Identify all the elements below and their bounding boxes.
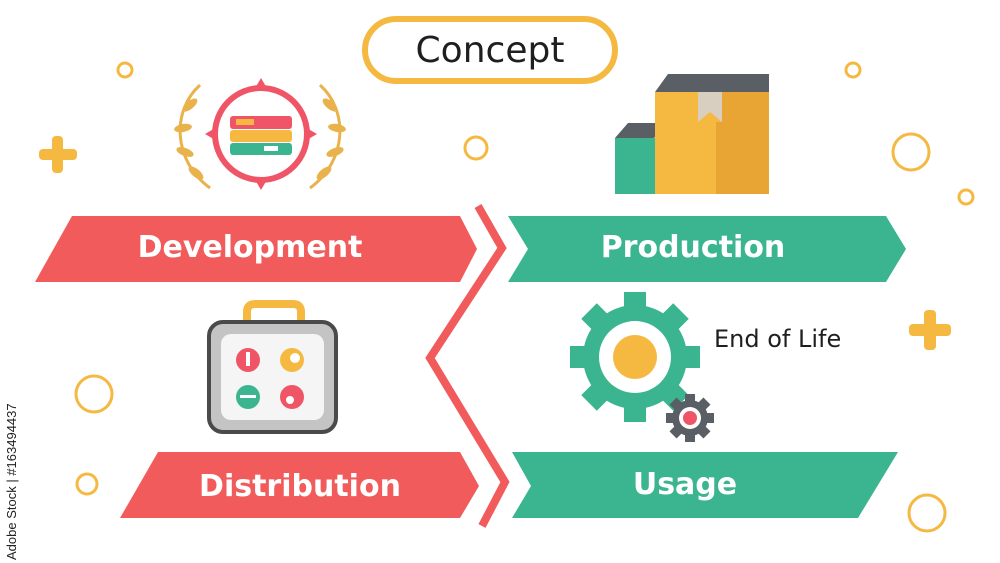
decor-circle — [463, 135, 489, 161]
decor-circle — [957, 188, 975, 206]
distribution-label: Distribution — [199, 469, 401, 504]
usage-banner — [512, 452, 898, 518]
end-of-life-label: End of Life — [714, 325, 842, 353]
distribution-banner — [120, 452, 479, 518]
plus-icon — [909, 310, 951, 350]
laurel-target-icon — [174, 78, 346, 190]
boxes-icon — [615, 74, 769, 194]
zigzag-connector — [425, 204, 510, 528]
decor-circle — [844, 61, 862, 79]
decor-circle — [74, 374, 114, 414]
gear-icon — [570, 292, 714, 442]
decor-circle — [75, 472, 99, 496]
decor-circle — [891, 132, 931, 172]
development-banner — [35, 216, 477, 282]
decor-circles — [74, 61, 975, 533]
development-label: Development — [137, 230, 363, 265]
production-banner — [508, 216, 906, 282]
production-label: Production — [600, 230, 786, 265]
concept-title: Concept — [362, 16, 618, 84]
toolbox-icon — [207, 300, 338, 434]
decor-circle — [116, 61, 134, 79]
plus-icon — [39, 136, 77, 173]
usage-label: Usage — [632, 467, 738, 502]
decor-circle — [907, 493, 947, 533]
stock-watermark: Adobe Stock | #163494437 — [4, 403, 19, 560]
